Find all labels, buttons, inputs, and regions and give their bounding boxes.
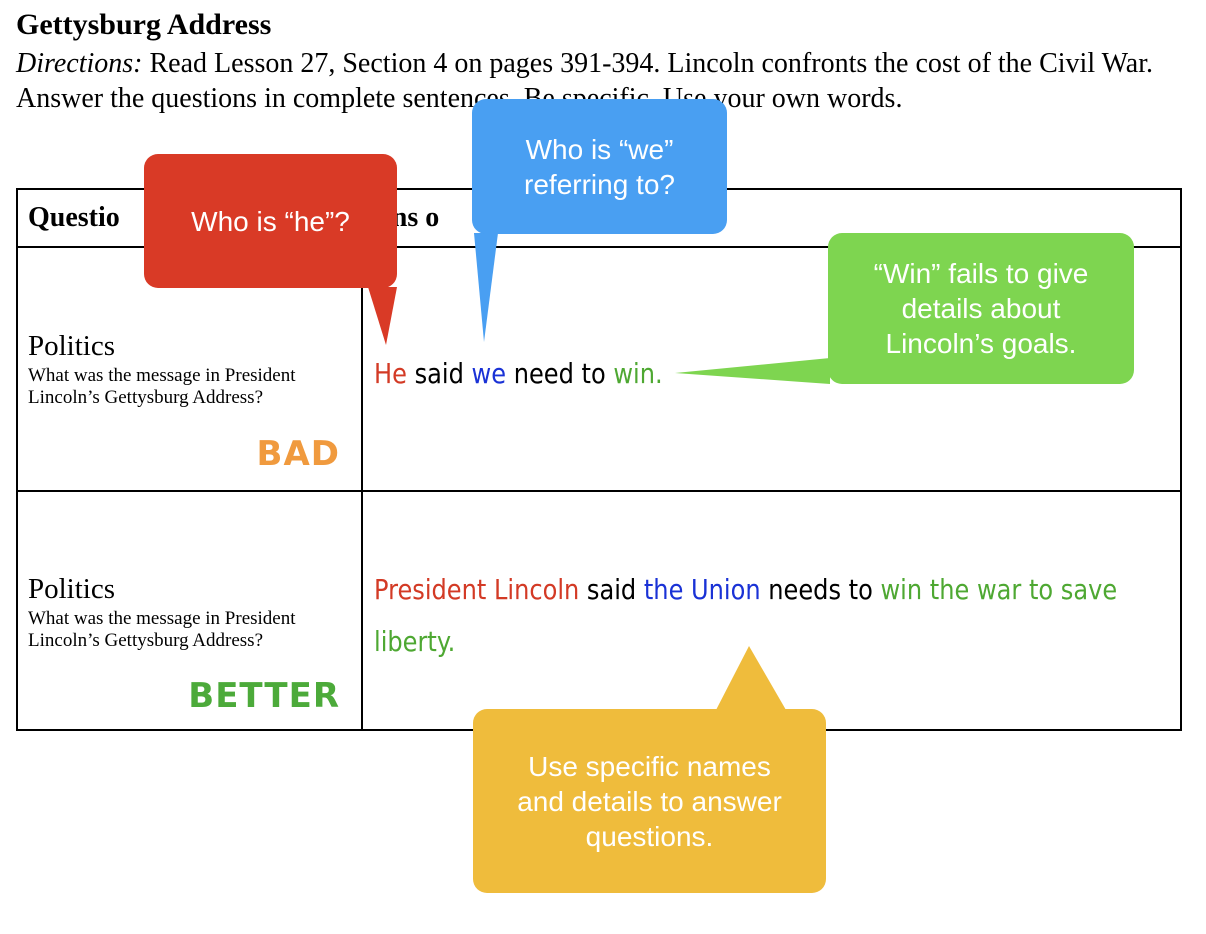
row1-answer: He said we need to win. xyxy=(374,348,663,400)
answer-verb: said xyxy=(406,357,472,390)
answer-subject: He xyxy=(374,357,407,390)
answer-middle: needs to xyxy=(760,573,881,606)
row2-question: What was the message in President Lincol… xyxy=(28,608,296,651)
directions-text: Read Lesson 27, Section 4 on pages 391-3… xyxy=(16,48,1154,114)
green-callout-tail xyxy=(675,358,830,384)
row1-verdict-bad: BAD xyxy=(256,434,340,474)
callout-who-is-he: Who is “he”? xyxy=(144,154,397,288)
row1-question: What was the message in President Lincol… xyxy=(28,365,296,408)
row1-topic: Politics xyxy=(28,330,116,362)
answer-win: win. xyxy=(613,357,663,390)
red-callout-tail xyxy=(368,287,397,345)
callout-who-is-we: Who is “we” referring to? xyxy=(472,99,727,234)
callout-win-vague: “Win” fails to give details about Lincol… xyxy=(828,233,1134,384)
row2-verdict-better: BETTER xyxy=(188,676,340,716)
page-title: Gettysburg Address xyxy=(16,8,272,41)
answer-verb: said xyxy=(579,573,644,606)
answer-subject: President Lincoln xyxy=(374,573,580,606)
header-questions: Questio xyxy=(28,202,120,233)
blue-callout-tail xyxy=(474,233,498,342)
answer-goal: win the war to save liberty. xyxy=(374,573,1118,658)
answer-middle: need to xyxy=(506,357,614,390)
callout-use-specifics: Use specific names and details to answer… xyxy=(473,709,826,893)
column-divider xyxy=(361,190,363,729)
answer-union: the Union xyxy=(643,573,761,606)
answer-we: we xyxy=(471,357,507,390)
directions: Directions: Read Lesson 27, Section 4 on… xyxy=(16,46,1166,116)
row2-answer: President Lincoln said the Union needs t… xyxy=(374,564,1139,668)
directions-label: Directions: xyxy=(16,48,143,79)
row2-topic: Politics xyxy=(28,573,116,605)
yellow-callout-tail xyxy=(716,646,786,710)
row-divider xyxy=(18,490,1180,492)
